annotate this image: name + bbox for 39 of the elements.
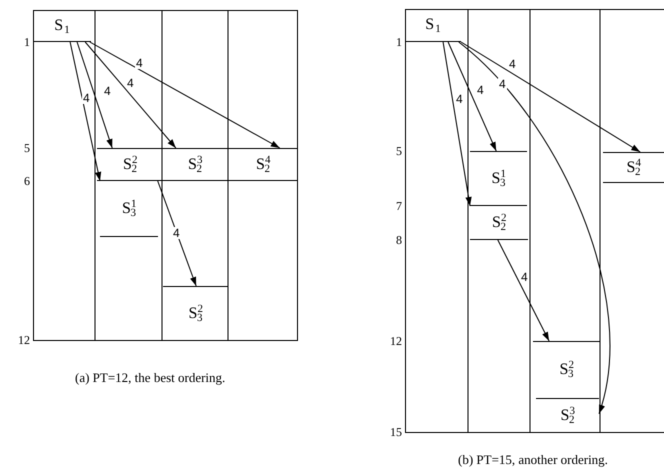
edge-label: 4	[103, 85, 112, 97]
edge-label: 4	[172, 227, 181, 239]
task-label: S$_{1}$	[54, 18, 70, 34]
time-tick-label: 7	[395, 199, 402, 214]
task-slot	[603, 152, 664, 183]
figure-caption: (a) PT=12, the best ordering.	[75, 370, 226, 386]
arrow	[70, 42, 102, 182]
time-tick-label: 15	[389, 425, 402, 440]
edge-label: 4	[520, 271, 529, 283]
time-tick-label: 12	[389, 334, 402, 349]
time-tick-label: 12	[17, 333, 30, 348]
edge-label: 4	[82, 92, 91, 104]
time-tick-label: 6	[23, 174, 30, 189]
time-tick-label: 1	[395, 35, 402, 50]
figure-caption: (b) PT=15, another ordering.	[458, 452, 608, 468]
task-label: S$_{1}$	[425, 17, 441, 33]
edge-label: 4	[498, 78, 507, 90]
edge-label: 4	[135, 57, 144, 69]
task-slot	[162, 148, 228, 181]
arrow	[89, 42, 280, 148]
task-slot	[228, 148, 298, 181]
time-tick-label: 5	[23, 141, 30, 156]
edge-label: 4	[455, 93, 464, 105]
arrow	[458, 42, 610, 414]
arrow	[497, 240, 550, 342]
arrow	[448, 42, 497, 152]
time-tick-label: 1	[23, 35, 30, 50]
arrow	[442, 42, 472, 206]
edge-label: 4	[126, 77, 135, 89]
task-slot	[97, 148, 163, 181]
arrow	[157, 180, 197, 286]
edge-label: 4	[508, 58, 517, 70]
time-tick-label: 5	[395, 144, 402, 159]
edge-label: 4	[476, 84, 485, 96]
arrow	[76, 42, 113, 148]
time-tick-label: 8	[395, 233, 402, 248]
task-slot	[470, 151, 527, 206]
arrow	[460, 42, 641, 152]
arrow	[84, 42, 176, 148]
